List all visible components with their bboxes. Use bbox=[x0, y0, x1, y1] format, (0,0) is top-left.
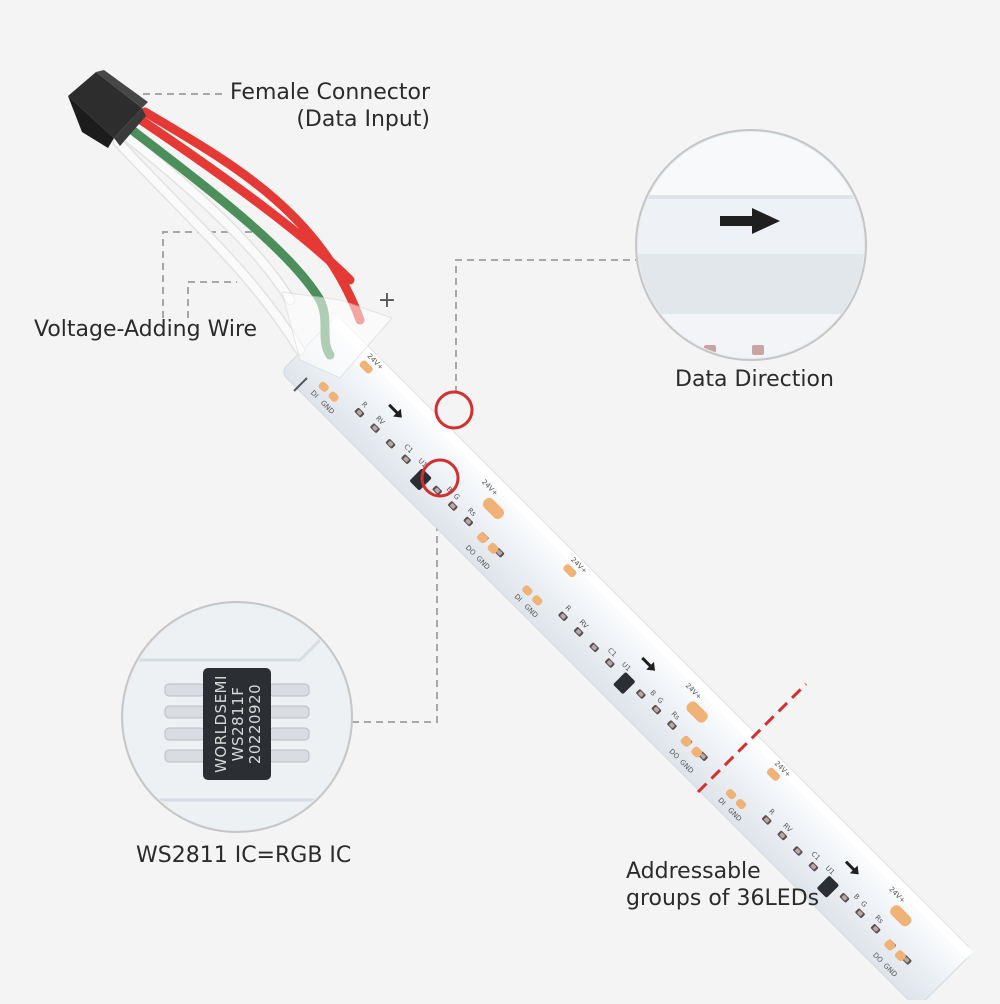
data-direction-zoom bbox=[630, 125, 880, 364]
label-addressable-groups: Addressable groups of 36LEDs bbox=[626, 858, 819, 912]
leader-data-direction bbox=[456, 260, 636, 393]
label-female-connector-line2: (Data Input) bbox=[150, 106, 430, 133]
positive-mark: + bbox=[378, 288, 396, 313]
label-addressable-line1: Addressable bbox=[626, 858, 819, 885]
label-data-direction: Data Direction bbox=[675, 366, 834, 393]
leader-ic bbox=[352, 500, 437, 722]
leader-voltage-wire-2 bbox=[188, 282, 237, 318]
chip-marking-3: 20220920 bbox=[246, 684, 264, 764]
label-female-connector: Female Connector (Data Input) bbox=[150, 79, 430, 133]
callout-arrow-circle bbox=[436, 392, 472, 428]
label-female-connector-line1: Female Connector bbox=[150, 79, 430, 106]
ic-zoom: WORLDSEMI WS2811F 20220920 bbox=[120, 600, 360, 840]
label-addressable-line2: groups of 36LEDs bbox=[626, 885, 819, 912]
label-voltage-wire: Voltage-Adding Wire bbox=[34, 316, 257, 343]
chip-marking-1: WORLDSEMI bbox=[212, 675, 230, 773]
label-ic: WS2811 IC=RGB IC bbox=[136, 842, 351, 869]
chip-marking-2: WS2811F bbox=[229, 687, 247, 762]
